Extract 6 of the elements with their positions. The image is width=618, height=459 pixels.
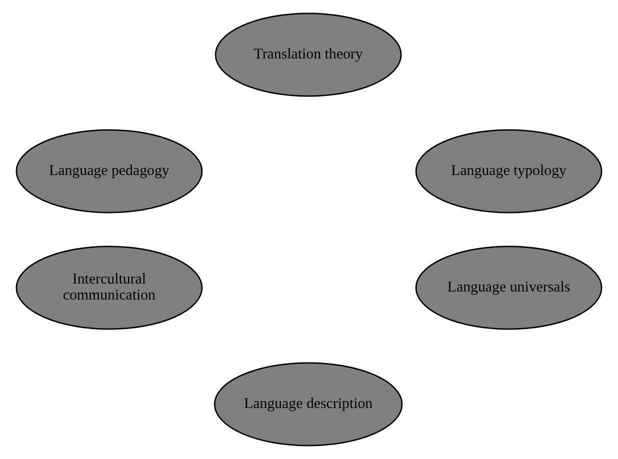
- node-ellipse: Language typology: [415, 129, 602, 214]
- node-ellipse: Intercultural communication: [16, 246, 203, 330]
- node-ellipse: Language universals: [415, 246, 602, 330]
- node-ellipse: Translation theory: [214, 12, 402, 97]
- node-ellipse: Language pedagogy: [16, 129, 203, 214]
- node-ellipse: Language description: [214, 362, 403, 446]
